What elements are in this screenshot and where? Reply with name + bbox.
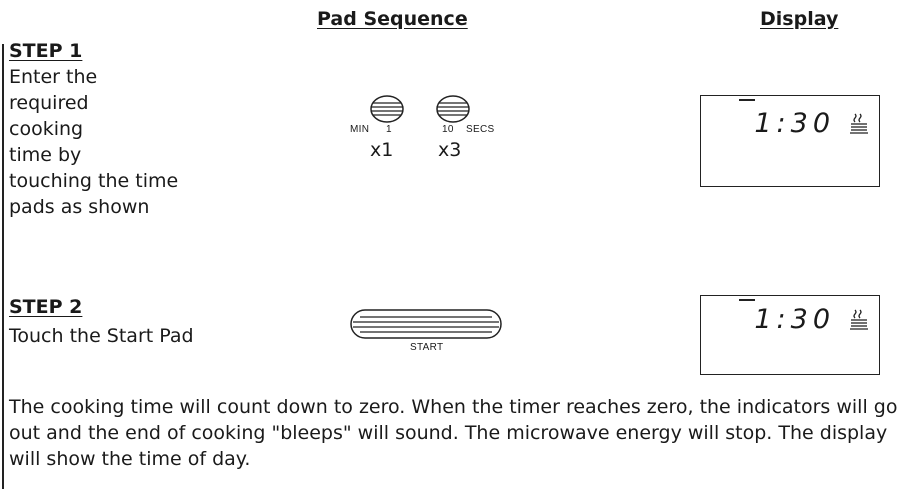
min-pad-icon[interactable] (370, 94, 404, 124)
heat-waves-icon (850, 309, 868, 330)
start-label: START (410, 342, 444, 353)
step2-display: 1:30 (700, 295, 880, 375)
pad-sequence-header: Pad Sequence (317, 8, 468, 30)
step1-display-time: 1:30 (754, 108, 835, 139)
start-pad-icon[interactable] (350, 308, 502, 340)
footer-paragraph: The cooking time will count down to zero… (9, 396, 898, 470)
min-press-count: x1 (370, 139, 394, 161)
ten-label: 10 (442, 124, 454, 135)
display-indicator-bar (739, 99, 755, 101)
step2-display-time: 1:30 (754, 304, 835, 335)
left-rule (2, 44, 4, 489)
step2-text: Touch the Start Pad (9, 325, 194, 347)
secs-label: SECS (466, 124, 495, 135)
step1-title: STEP 1 (9, 40, 83, 62)
step1-display: 1:30 (700, 95, 880, 187)
display-indicator-bar (739, 299, 755, 301)
display-header: Display (760, 8, 839, 30)
heat-waves-icon (850, 113, 868, 134)
min-label: MIN (350, 124, 370, 135)
step2-title: STEP 2 (9, 296, 83, 318)
one-label: 1 (386, 124, 392, 135)
secs-pad-icon[interactable] (436, 94, 470, 124)
step1-text: Enter the required cooking time by touch… (9, 66, 179, 218)
secs-press-count: x3 (438, 139, 462, 161)
